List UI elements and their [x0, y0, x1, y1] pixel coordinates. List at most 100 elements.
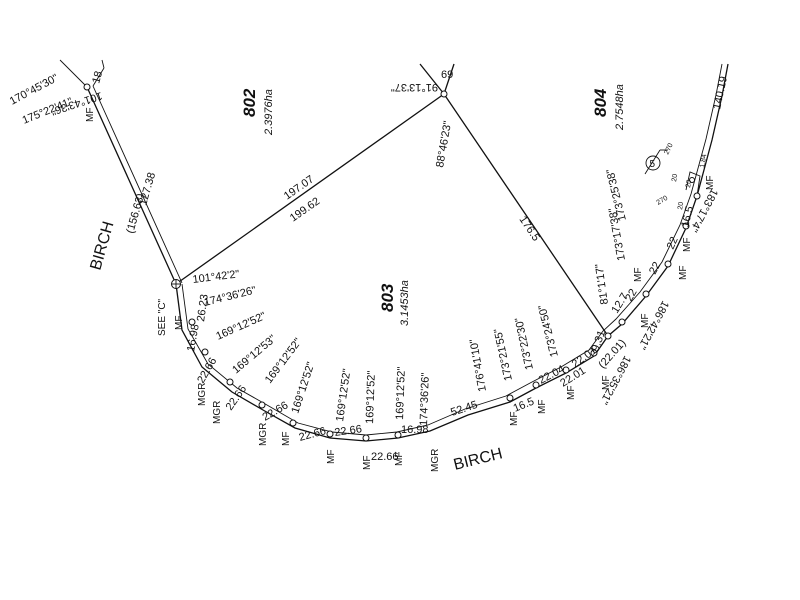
angle-173-22: 173°22'30": [513, 316, 536, 371]
angle-169-1: 169°12'52": [214, 310, 268, 343]
marker-label: MF: [601, 376, 612, 390]
node: [201, 348, 209, 356]
marker-label: MGR: [258, 423, 269, 446]
dist-small-b: 20: [685, 179, 693, 188]
marker-labels: MF MF MGR MGR MGR MF MF MF MF MGR MF MF …: [85, 108, 716, 472]
top-left-stub-2: [92, 67, 105, 87]
angle-169-6: 169°12'52": [364, 370, 378, 424]
marker-label: MF: [174, 316, 185, 330]
dist-top-69: 69: [441, 69, 453, 81]
angle-169-5: 169°12'52": [334, 368, 353, 422]
marker-nodes: [83, 83, 701, 442]
marker-label: MF: [678, 266, 689, 280]
lot-803-804-boundary: [443, 93, 609, 337]
node: [689, 177, 695, 183]
marker-label: MF: [281, 432, 292, 446]
node: [326, 430, 334, 438]
svg-text:5: 5: [650, 159, 656, 170]
node: [394, 431, 402, 439]
marker-label: MF: [566, 386, 577, 400]
dist-small-a: 1.84: [699, 154, 708, 169]
dist-small-d: 20: [677, 201, 685, 210]
apex-stub-right: [443, 63, 455, 95]
marker-label: MF: [509, 412, 520, 426]
marker-label: MF: [326, 450, 337, 464]
south-road-boundary-outer: [175, 63, 729, 442]
node: [532, 381, 540, 389]
dist-arc-10: 52.45: [449, 399, 479, 419]
see-c-crosshair-icon: [171, 279, 181, 289]
marker-label: MF: [705, 176, 716, 190]
angle-174-36b: 174°36'26": [418, 372, 432, 426]
dist-north-b: 199.62: [288, 195, 322, 224]
west-boundary-line-inner: [92, 85, 183, 284]
top-left-stub: [59, 59, 88, 88]
node: [188, 318, 196, 326]
lot-803-area: 3.1453ha: [399, 280, 411, 326]
node: [693, 192, 701, 200]
marker-label: MGR: [212, 401, 223, 424]
circle-5-callout: 5: [645, 155, 661, 171]
angle-169-4: 169°12'52": [289, 361, 317, 415]
marker-label: MF: [640, 314, 651, 328]
lot-804-number: 804: [591, 88, 610, 117]
dist-arc-7: 22.66: [334, 423, 363, 439]
node: [83, 83, 91, 91]
marker-label: MF: [537, 400, 548, 414]
node: [642, 290, 650, 298]
west-boundary-line: [86, 86, 177, 285]
lot-802-803-boundary: [175, 93, 445, 285]
node: [226, 378, 234, 386]
node: [604, 332, 612, 340]
angle-176-41: 176°41'10": [468, 338, 489, 393]
node: [440, 90, 448, 98]
node: [562, 366, 570, 374]
angle-174-36a: 174°36'26": [203, 284, 258, 309]
dist-arc-1: 26.23: [195, 293, 211, 322]
dist-arc-2: 16.98: [185, 323, 202, 352]
node: [289, 419, 297, 427]
angle-91-13: 91°13'37": [391, 81, 438, 93]
apex-stub-left: [419, 63, 445, 95]
dist-arc-20: 22: [665, 235, 681, 251]
angle-81-1: 81°1'17": [593, 263, 611, 305]
dist-arc-5: 22.66: [261, 399, 291, 423]
marker-label: MF: [394, 452, 405, 466]
dist-arc-9: 16.98: [401, 424, 429, 436]
node: [362, 434, 370, 442]
dist-small-f: 270: [656, 195, 670, 207]
dist-arc-21: 16.5: [679, 205, 696, 229]
angle-173-24: 173°24'50": [536, 304, 561, 359]
angle-173-21: 173°21'55": [492, 327, 515, 382]
lot-804-area: 2.7548ha: [614, 84, 626, 131]
marker-label: MF: [682, 238, 693, 252]
marker-label: MGR: [197, 383, 208, 406]
node: [590, 349, 598, 357]
node: [618, 318, 626, 326]
dist-small-c: 20: [671, 173, 679, 182]
angle-169-7: 169°12'52": [394, 366, 408, 420]
angle-88-46: 88°46'23": [434, 120, 454, 169]
dist-top-18: 18: [90, 70, 105, 85]
lot-labels: 802 2.3976ha 803 3.1453ha 804 2.7548ha: [240, 84, 626, 326]
dist-small-e: 270: [663, 142, 674, 156]
side-loop: [685, 171, 701, 197]
see-c-label: SEE "C": [157, 298, 168, 336]
angle-101-42: 101°42'2": [192, 268, 240, 286]
dist-arc-19: 22: [647, 260, 663, 276]
marker-label: MGR: [430, 449, 441, 472]
distance-labels: 127.38 (156.63) 197.07 199.62 176.5 140.…: [90, 69, 730, 463]
node: [506, 394, 514, 402]
dist-east: 176.5: [517, 214, 542, 244]
side-tick: [644, 149, 661, 175]
lot-802-area: 2.3976ha: [263, 89, 275, 136]
node: [682, 222, 690, 230]
marker-label: MF: [633, 268, 644, 282]
boundary-lines: [59, 59, 729, 442]
road-label-west: BIRCH: [88, 220, 118, 273]
marker-label: MF: [362, 456, 373, 470]
top-left-stub-3: [101, 59, 105, 69]
dist-arc-6: 22.66: [298, 425, 328, 444]
dist-arc-8: 22.66: [371, 451, 399, 463]
marker-label: MF: [85, 108, 96, 122]
